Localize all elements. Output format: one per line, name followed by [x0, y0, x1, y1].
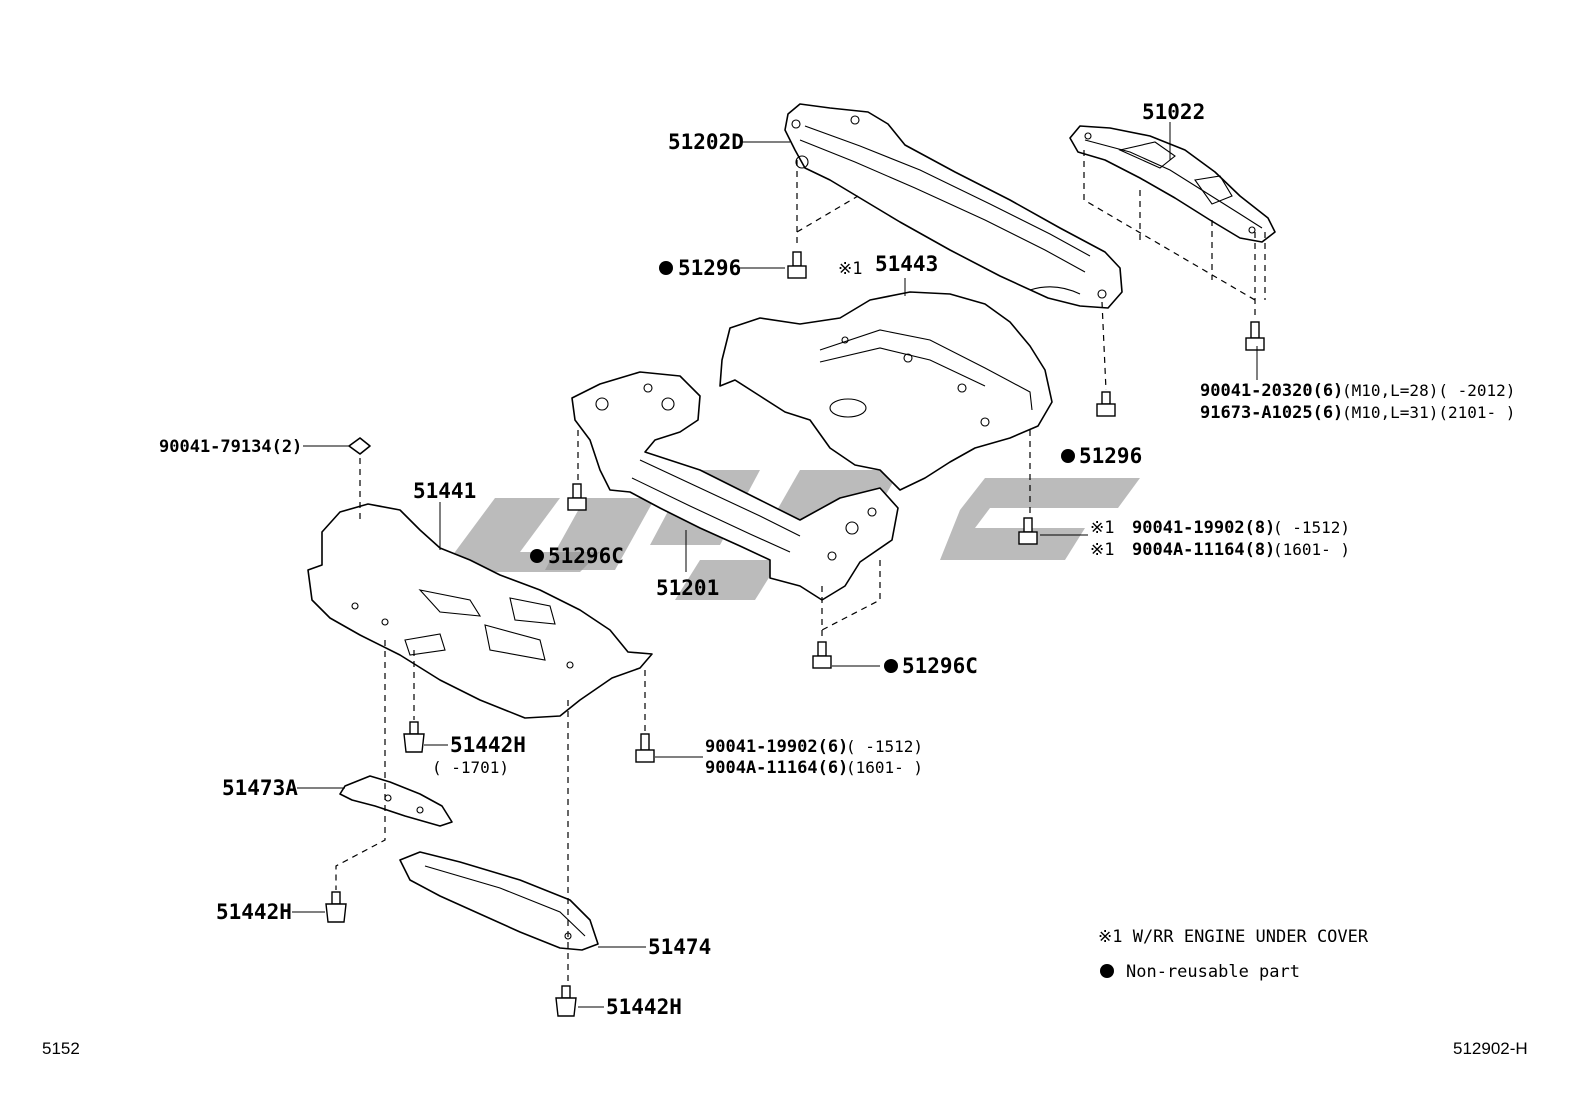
- label-bolt-11164-6: 9004A-11164(6): [705, 758, 848, 778]
- label-51201: 51201: [656, 576, 719, 600]
- marker-51296c-left: [530, 549, 544, 563]
- plate-51474: [399, 851, 599, 951]
- bolt-icon-19902-6: [635, 733, 655, 763]
- label-mark1-a: ※1: [1090, 518, 1114, 538]
- assembly-lines: [335, 150, 1266, 984]
- label-bolt-20320: 90041-20320(6): [1200, 381, 1343, 401]
- label-bolt-19902-8: 90041-19902(8): [1132, 518, 1275, 538]
- bolt-icon-51442h-c: [555, 985, 577, 1017]
- label-51296c-left: 51296C: [548, 544, 624, 568]
- label-51441: 51441: [413, 479, 476, 503]
- label-51474: 51474: [648, 935, 711, 959]
- label-51296c-right: 51296C: [902, 654, 978, 678]
- label-51442h-a: 51442H: [450, 733, 526, 757]
- legend: ※1 W/RR ENGINE UNDER COVER Non-reusable …: [1098, 927, 1369, 982]
- label-bolt-11164-8-range: (1601- ): [1273, 540, 1350, 559]
- label-bolt-19902-6-range: ( -1512): [846, 737, 923, 756]
- leader-lines: [292, 122, 1258, 1008]
- bolt-icon-20320: [1245, 321, 1265, 351]
- label-bolt-20320-spec: (M10,L=28)( -2012): [1342, 381, 1515, 400]
- legend-note-1: ※1 W/RR ENGINE UNDER COVER: [1098, 927, 1369, 947]
- crossmember-51201: [571, 371, 899, 601]
- cover-51443: [719, 291, 1053, 491]
- bolt-icon-51296c-left: [567, 483, 587, 511]
- label-51296-top: 51296: [678, 256, 741, 280]
- clip-90041-79134: [348, 437, 371, 455]
- label-51296-right: 51296: [1079, 444, 1142, 468]
- label-51442h-a-range: ( -1701): [432, 758, 509, 777]
- non-reusable-markers: [530, 261, 1114, 978]
- label-bolt-19902-8-range: ( -1512): [1273, 518, 1350, 537]
- crossmember-51202d: [784, 103, 1123, 309]
- bolt-icons: [325, 251, 1265, 1017]
- label-bolt-11164-8: 9004A-11164(8): [1132, 540, 1275, 560]
- bolt-icon-19902-8: [1018, 517, 1038, 545]
- label-51202d: 51202D: [668, 130, 744, 154]
- marker-51296c-right: [884, 659, 898, 673]
- label-bolt-a1025: 91673-A1025(6): [1200, 403, 1343, 423]
- label-mark1-51443: ※1: [838, 259, 862, 279]
- legend-note-2: Non-reusable part: [1126, 962, 1300, 982]
- bracket-51022: [1069, 125, 1276, 243]
- label-51442h-b: 51442H: [216, 900, 292, 924]
- marker-51296-top: [659, 261, 673, 275]
- bolt-icon-51442h-a: [403, 721, 425, 753]
- bolt-icon-51296-top: [787, 251, 807, 279]
- marker-legend: [1100, 964, 1114, 978]
- cover-51441: [307, 503, 653, 719]
- bolt-icon-51296-right: [1096, 391, 1116, 417]
- label-51473a: 51473A: [222, 776, 298, 800]
- label-bolt-a1025-spec: (M10,L=31)(2101- ): [1342, 403, 1515, 422]
- marker-51296-right: [1061, 449, 1075, 463]
- label-bolt-11164-6-range: (1601- ): [846, 758, 923, 777]
- footer-left-code: 5152: [42, 1039, 80, 1058]
- bolt-icon-51442h-b: [325, 891, 347, 923]
- footer: 5152 512902-H: [42, 1039, 1528, 1058]
- part-labels: 51202D 51022 51296 ※1 51443 90041-20320(…: [159, 100, 1515, 1019]
- label-51443: 51443: [875, 252, 938, 276]
- label-bolt-19902-6: 90041-19902(6): [705, 737, 848, 757]
- label-90041-79134: 90041-79134(2): [159, 437, 302, 457]
- label-51022: 51022: [1142, 100, 1205, 124]
- label-mark1-b: ※1: [1090, 540, 1114, 560]
- label-51442h-c: 51442H: [606, 995, 682, 1019]
- plate-51473a: [339, 775, 453, 827]
- bolt-icon-51296c-right: [812, 641, 832, 669]
- footer-right-code: 512902-H: [1453, 1039, 1528, 1058]
